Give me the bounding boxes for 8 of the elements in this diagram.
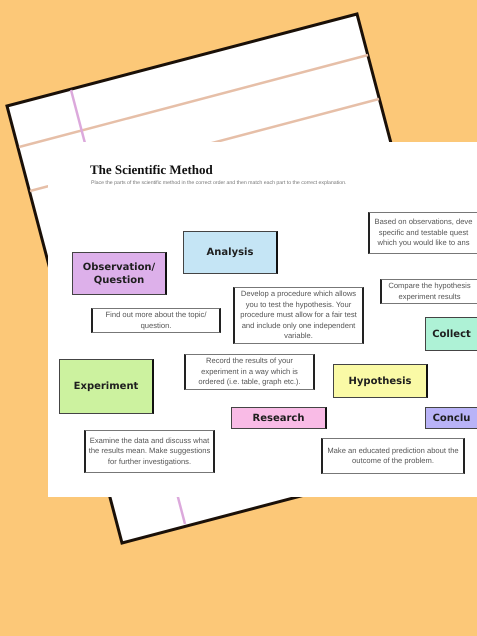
step-name-card: Conclu xyxy=(425,407,477,429)
step-name-card: Hypothesis xyxy=(333,364,428,398)
step-name-card: Analysis xyxy=(183,231,278,274)
step-name-card: Research xyxy=(231,407,327,429)
step-name-card: Collect xyxy=(425,317,477,351)
worksheet-title: The Scientific Method xyxy=(90,162,213,178)
step-name-card: Observation/ Question xyxy=(72,252,167,295)
step-name-card: Experiment xyxy=(59,359,154,414)
